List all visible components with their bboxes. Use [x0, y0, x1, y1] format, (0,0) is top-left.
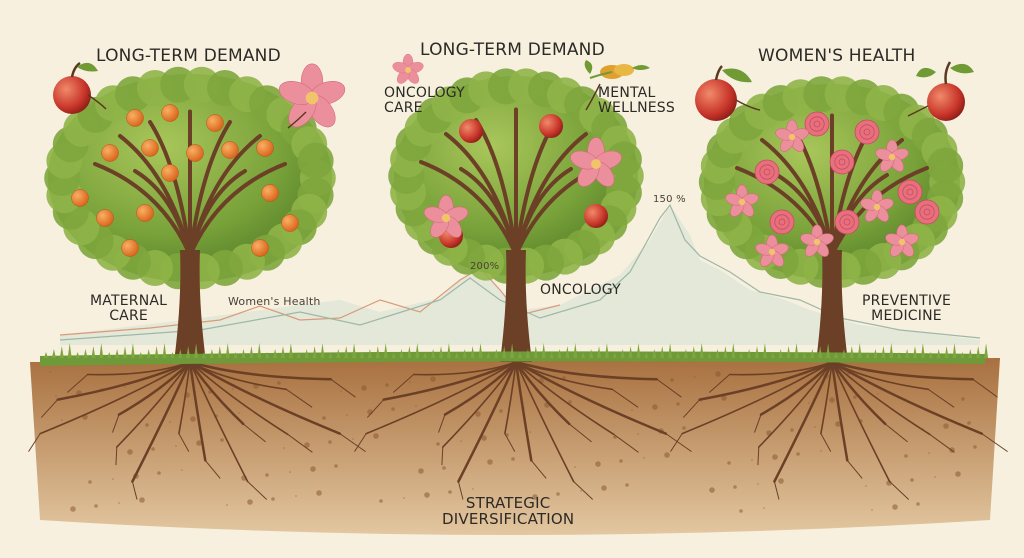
maternal-care-label: MATERNAL CARE — [90, 294, 167, 323]
strategic-line1: STRATEGIC — [465, 494, 551, 512]
tree-center — [354, 68, 692, 500]
tree-center-roots — [354, 360, 692, 500]
grass-blades — [44, 343, 989, 358]
oncology-care-line1: ONCOLOGY — [384, 85, 465, 101]
maternal-care-line1: MATERNAL — [90, 293, 168, 309]
flower-icon — [278, 63, 346, 129]
annotation-150: 150 % — [653, 194, 686, 205]
heading-center: LONG-TERM DEMAND — [420, 40, 605, 60]
demand-area — [60, 205, 980, 345]
oncology-label: ONCOLOGY — [540, 282, 621, 298]
annotation-200: 200% — [470, 261, 500, 272]
tree-left-roots — [28, 360, 366, 500]
preventive-medicine-label: PREVENTIVE MEDICINE — [862, 294, 951, 323]
apple-icon — [53, 61, 107, 114]
oncology-care-line2: CARE — [384, 99, 423, 116]
demand-line-2 — [59, 203, 981, 341]
strategic-diversification-label: STRATEGIC DIVERSIFICATION — [442, 494, 575, 528]
flower-icon — [392, 53, 424, 84]
mental-wellness-line1: MENTAL — [598, 85, 656, 101]
heading-left: LONG-TERM DEMAND — [96, 46, 281, 66]
mental-wellness-line2: WELLNESS — [598, 99, 675, 116]
apple-icon — [695, 65, 761, 121]
preventive-line2: MEDICINE — [871, 307, 942, 324]
womens-health-small-label: Women's Health — [228, 295, 321, 308]
maternal-care-line2: CARE — [109, 307, 148, 324]
tree-left — [28, 66, 366, 500]
preventive-line1: PREVENTIVE — [862, 293, 952, 309]
heading-right: WOMEN'S HEALTH — [758, 46, 916, 66]
mental-wellness-label: MENTAL WELLNESS — [598, 86, 675, 115]
leaf-sprig-icon — [584, 60, 650, 111]
soil — [30, 358, 1000, 535]
apple-icon — [907, 61, 974, 121]
strategic-line2: DIVERSIFICATION — [442, 509, 575, 528]
demand-line-1 — [59, 267, 561, 336]
oncology-care-label: ONCOLOGY CARE — [384, 86, 465, 115]
tree-right-roots — [670, 360, 1008, 500]
tree-right — [670, 76, 1008, 500]
